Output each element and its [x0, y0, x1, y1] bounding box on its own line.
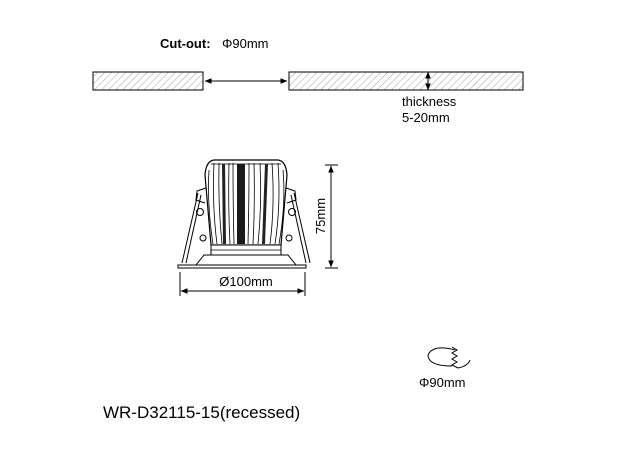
height-dimension: 75mm [313, 164, 338, 269]
heatsink-fin [247, 162, 250, 245]
heatsink-fin [278, 169, 285, 245]
hole-saw-value: Φ90mm [419, 375, 466, 390]
hole-saw-icon [427, 346, 471, 369]
heatsink-fin [228, 162, 231, 245]
cutout-value: Φ90mm [222, 36, 269, 51]
diameter-dimension: Ø100mm [179, 272, 306, 296]
trim-flange [177, 264, 307, 269]
heatsink-fin [218, 162, 223, 245]
thickness-label: thickness [402, 94, 457, 109]
heatsink-center-fin [237, 164, 245, 244]
ceiling-panel-right [288, 71, 524, 91]
spring-clip-right [285, 187, 311, 264]
heatsink-fin [274, 162, 280, 245]
downlight-side-view [177, 159, 311, 269]
ceiling-panel-left [92, 71, 204, 91]
heatsink-fin-dark [262, 164, 268, 244]
model-name: WR-D32115-15(recessed) [103, 403, 300, 422]
heatsink-fin [269, 162, 274, 245]
heatsink-fin-dark [222, 164, 226, 244]
heatsink-fin [208, 169, 214, 245]
heatsink-fin [257, 162, 262, 245]
diameter-value: Ø100mm [219, 274, 272, 289]
cutout-label: Cut-out: [160, 36, 211, 51]
trim-ring [194, 254, 298, 266]
cutout-callout: Cut-out: Φ90mm [160, 36, 269, 51]
thickness-value: 5-20mm [402, 110, 450, 125]
spring-clip-left [181, 187, 207, 264]
heatsink-fin [213, 162, 218, 245]
heatsink-fin [232, 162, 235, 245]
heatsink-fin [252, 162, 255, 245]
ceiling-section [92, 71, 524, 91]
height-value: 75mm [313, 198, 328, 234]
thickness-callout: thickness 5-20mm [402, 94, 457, 125]
heatsink-outline [204, 159, 288, 246]
